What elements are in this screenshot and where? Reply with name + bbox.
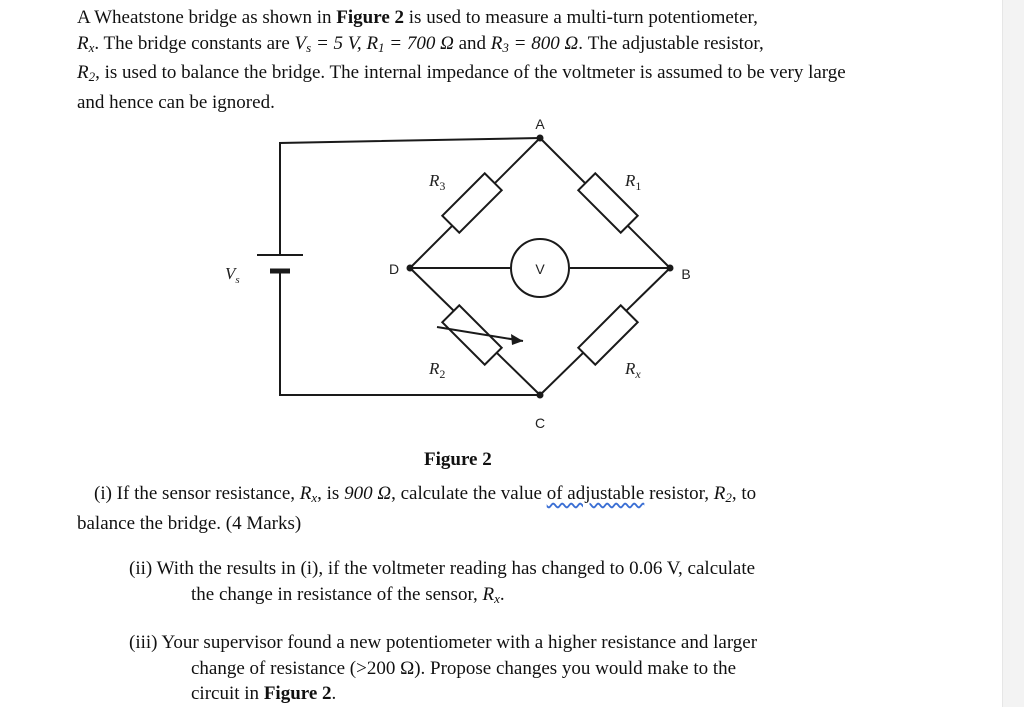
q3-line-3: circuit in Figure 2.	[129, 681, 849, 707]
r3-subscript: 3	[502, 39, 509, 55]
rx-diagram-label: Rx	[624, 359, 641, 381]
node-b-dot	[666, 264, 674, 272]
voltmeter-label: V	[535, 261, 545, 277]
r3-diagram-label: R3	[428, 171, 445, 193]
q1-r2-symbol: R	[713, 483, 726, 504]
q2-line-2: the change in resistance of the sensor, …	[129, 582, 849, 612]
resistor-r3	[440, 171, 504, 235]
node-d-dot	[406, 264, 414, 272]
node-d-label: D	[389, 261, 399, 277]
adjustable-arrow-icon	[436, 326, 524, 342]
q3-line-3-end: .	[331, 683, 337, 704]
r3-value: = 800 Ω	[508, 32, 579, 54]
q2-line-2-end: .	[499, 583, 505, 605]
rx-symbol: R	[77, 32, 89, 54]
r2-subscript: 2	[88, 69, 96, 84]
q1-line-2: balance the bridge. (4 Marks)	[77, 512, 302, 534]
adjustable-arrowhead-icon	[511, 334, 523, 345]
wire-top-left	[279, 137, 541, 255]
r1-subscript: 1	[378, 39, 385, 55]
q1-text-2: , is	[317, 483, 345, 504]
vs-value: = 5 V,	[311, 32, 367, 54]
q3-line-1: (iii) Your supervisor found a new potent…	[129, 632, 758, 653]
q2-line-1: (ii) With the results in (i), if the vol…	[129, 558, 756, 579]
q3-line-2: change of resistance (>200 Ω). Propose c…	[191, 657, 737, 679]
q1-text-3: , calculate the value	[391, 483, 547, 504]
q1-rx-symbol: R	[299, 483, 312, 504]
resistor-rx	[576, 303, 640, 367]
question-3: (iii) Your supervisor found a new potent…	[129, 630, 849, 707]
vs-symbol: V	[294, 32, 307, 54]
intro-text-3: . The bridge constants are	[94, 32, 295, 54]
node-c-label: C	[535, 415, 545, 431]
q1-value: 900 Ω	[344, 483, 392, 504]
voltmeter-circle	[510, 238, 570, 298]
q1-r2-subscript: 2	[725, 490, 732, 505]
vs-subscript: s	[306, 39, 312, 55]
r1-symbol: R	[366, 32, 379, 54]
q2-rx-subscript: x	[494, 590, 500, 606]
q1-text-4: resistor,	[644, 483, 714, 504]
intro-text-5: , is used to balance the bridge. The int…	[77, 62, 846, 113]
figure-reference: Figure 2	[336, 7, 405, 28]
document-page: A Wheatstone bridge as shown in Figure 2…	[77, 5, 857, 707]
r1-value: = 700 Ω	[384, 32, 454, 54]
intro-text-1: A Wheatstone bridge as shown in	[77, 7, 337, 28]
question-1: (i) If the sensor resistance, Rx, is 900…	[77, 481, 857, 536]
q1-rx-subscript: x	[311, 490, 318, 505]
right-scrollbar-area[interactable]	[1002, 0, 1024, 707]
figure-caption: Figure 2	[424, 449, 492, 470]
q2-rx-symbol: R	[482, 583, 495, 605]
wire-bottom-left	[279, 271, 540, 396]
vs-diagram-label: Vs	[225, 264, 240, 286]
q2-line-2-text: the change in resistance of the sensor,	[191, 583, 483, 605]
r2-diagram-label: R2	[428, 359, 445, 381]
r2-symbol: R	[77, 62, 89, 83]
q1-text-5: , to	[731, 483, 757, 504]
question-2: (ii) With the results in (i), if the vol…	[129, 556, 849, 611]
intro-text-2: is used to measure a multi-turn potentio…	[404, 7, 758, 28]
rx-subscript: x	[88, 39, 95, 55]
q1-text-1: (i) If the sensor resistance,	[94, 483, 300, 504]
r1-diagram-label: R1	[624, 171, 641, 193]
node-a-dot	[536, 134, 544, 142]
node-b-label: B	[681, 266, 690, 282]
q3-figure-reference: Figure 2	[263, 683, 332, 704]
intro-text-4: . The adjustable resistor,	[578, 32, 764, 54]
intro-and: and	[453, 32, 491, 54]
resistor-r2	[440, 303, 504, 367]
node-c-dot	[536, 391, 544, 399]
r3-symbol: R	[490, 32, 503, 54]
resistor-r1	[576, 171, 640, 235]
wheatstone-bridge-diagram: V A B C D Vs R3 R1 R2 Rx	[225, 116, 691, 431]
spellcheck-underlined-text[interactable]: of adjustable	[546, 483, 645, 504]
node-a-label: A	[535, 116, 545, 132]
problem-intro: A Wheatstone bridge as shown in Figure 2…	[77, 5, 857, 115]
q3-line-3-text: circuit in	[191, 683, 264, 704]
